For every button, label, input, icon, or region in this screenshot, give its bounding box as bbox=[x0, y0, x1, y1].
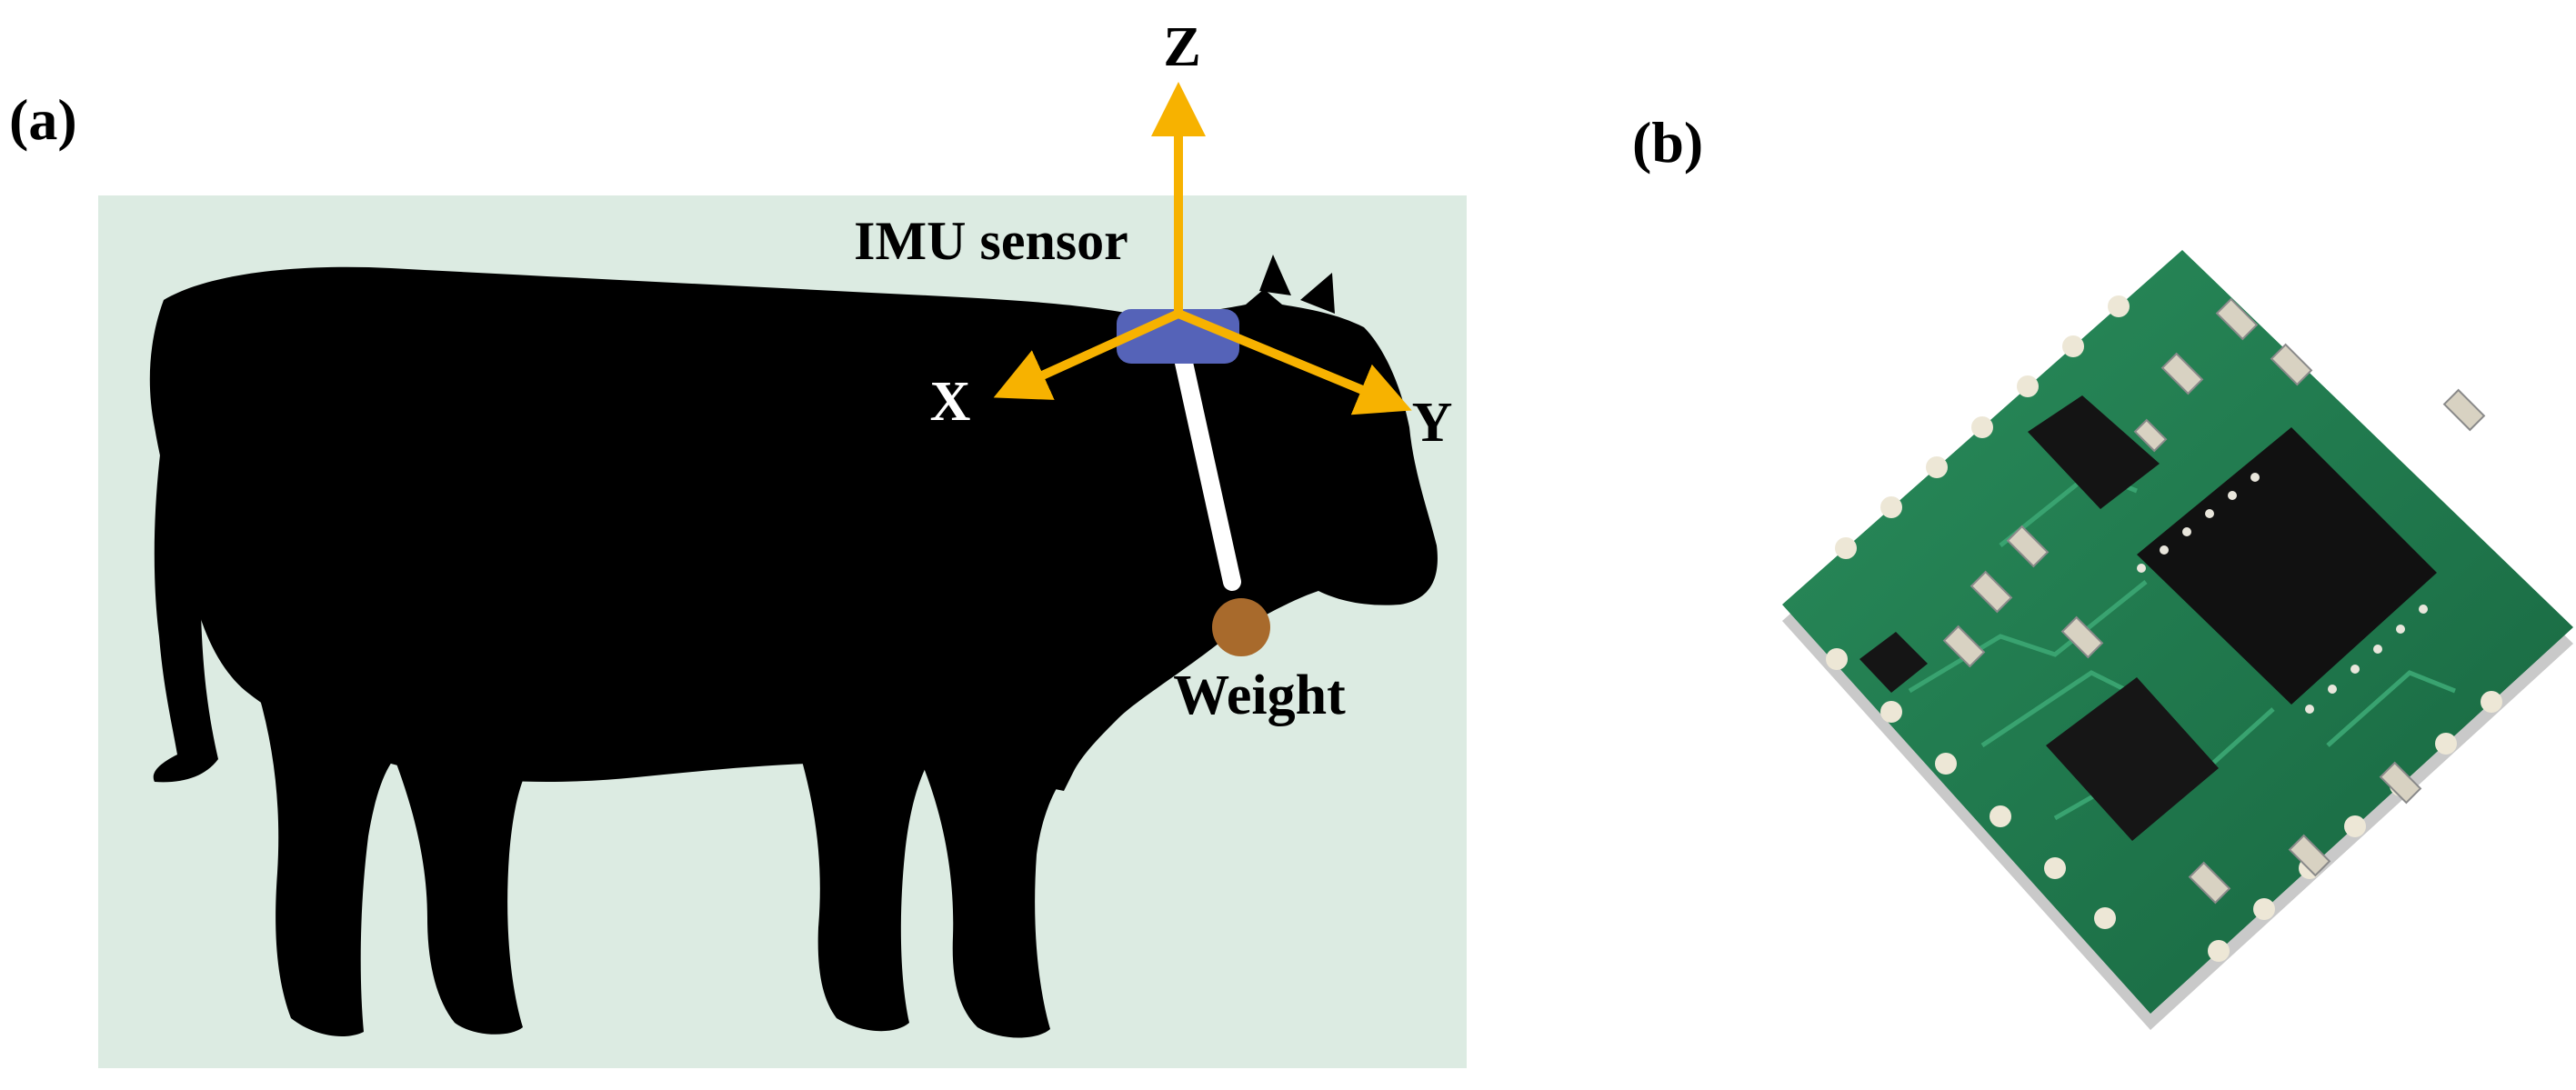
pcb-top-chip bbox=[2028, 395, 2160, 509]
pcb-main-chip bbox=[2137, 427, 2437, 705]
pcb-smd-components bbox=[1942, 297, 2486, 905]
imu-pcb-module bbox=[1782, 250, 2573, 1030]
sensor-strap bbox=[1173, 345, 1241, 591]
pcb-board bbox=[1782, 250, 2573, 1014]
weight-label: Weight bbox=[1173, 665, 1346, 726]
axis-x-label: X bbox=[930, 371, 971, 433]
panel-label-a: (a) bbox=[9, 87, 77, 152]
axis-y-arrow bbox=[1174, 309, 1412, 415]
axis-x-arrow bbox=[993, 309, 1183, 400]
axis-y-label: Y bbox=[1412, 392, 1453, 454]
axis-arrows bbox=[993, 82, 1412, 415]
weight-ball bbox=[1212, 598, 1270, 656]
axis-z-label: Z bbox=[1163, 16, 1200, 78]
panel-label-b: (b) bbox=[1632, 110, 1704, 175]
pcb-secondary-chip bbox=[2046, 677, 2219, 841]
cow-silhouette bbox=[149, 255, 1438, 1038]
pcb-small-chip bbox=[1859, 632, 1928, 693]
imu-sensor-label: IMU sensor bbox=[854, 211, 1128, 271]
pcb-chip-pins bbox=[2137, 473, 2428, 714]
